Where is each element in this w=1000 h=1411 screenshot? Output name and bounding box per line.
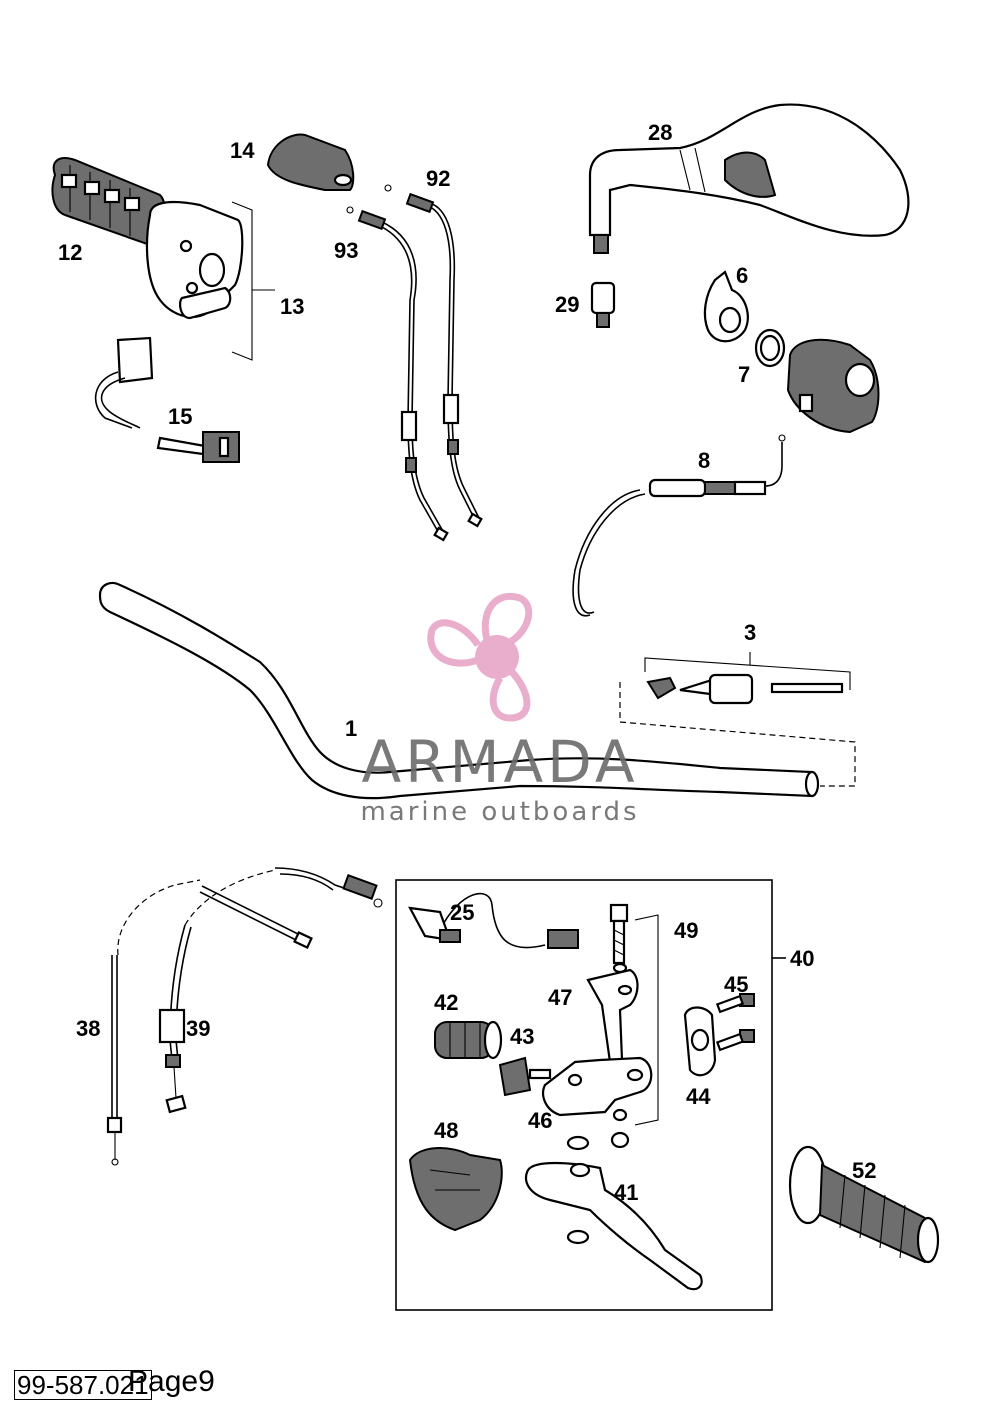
callout-49: 49 bbox=[674, 918, 698, 943]
part-15-kill-switch bbox=[94, 336, 240, 463]
callout-48: 48 bbox=[434, 1118, 458, 1143]
part-14-cover bbox=[266, 133, 355, 191]
watermark-logo: ARMADA marine outboards bbox=[360, 592, 639, 827]
part-25-sensor bbox=[408, 892, 579, 949]
part-92-93-throttle-cables bbox=[346, 184, 483, 542]
part-8-cable bbox=[572, 434, 786, 617]
callout-8: 8 bbox=[698, 448, 710, 473]
part-44-clamp bbox=[683, 1006, 717, 1077]
washer bbox=[566, 1229, 590, 1245]
part-47-bracket bbox=[586, 968, 639, 1064]
part-6-switch-bracket bbox=[703, 270, 749, 343]
washer bbox=[610, 1131, 630, 1149]
part-43-adjuster-screw bbox=[498, 1056, 552, 1097]
callout-7: 7 bbox=[738, 362, 750, 387]
part-40-clutch-assembly-frame bbox=[395, 879, 773, 1311]
callout-3: 3 bbox=[744, 620, 756, 645]
callout-92: 92 bbox=[426, 166, 450, 191]
part-45-bolts bbox=[715, 993, 755, 1052]
part-13-throttle-housing bbox=[145, 200, 275, 361]
callout-28: 28 bbox=[648, 120, 672, 145]
callout-14: 14 bbox=[230, 138, 255, 163]
callout-39: 39 bbox=[186, 1016, 210, 1041]
callout-44: 44 bbox=[686, 1084, 711, 1109]
callout-13: 13 bbox=[280, 294, 304, 319]
watermark-brand: ARMADA bbox=[361, 728, 638, 796]
propeller-icon bbox=[427, 592, 533, 722]
page-label: Page9 bbox=[128, 1365, 215, 1398]
callout-93: 93 bbox=[334, 238, 358, 263]
callout-42: 42 bbox=[434, 990, 458, 1015]
part-28-mirror bbox=[588, 103, 910, 254]
part-39-cable bbox=[158, 867, 383, 1114]
callout-52: 52 bbox=[852, 1158, 876, 1183]
callout-29: 29 bbox=[555, 292, 579, 317]
callout-46: 46 bbox=[528, 1108, 552, 1133]
part-41-clutch-lever bbox=[524, 1161, 703, 1291]
watermark-tagline: marine outboards bbox=[360, 797, 639, 827]
part-48-lever-cover bbox=[408, 1147, 503, 1232]
callout-43: 43 bbox=[510, 1024, 534, 1049]
callout-6: 6 bbox=[736, 263, 748, 288]
callout-38: 38 bbox=[76, 1016, 100, 1041]
part-42-adjuster bbox=[434, 1020, 503, 1060]
part-49-bolt bbox=[609, 903, 659, 1126]
part-29-mirror-adapter bbox=[590, 281, 616, 328]
washer bbox=[566, 1135, 590, 1151]
callout-45: 45 bbox=[724, 972, 748, 997]
callout-15: 15 bbox=[168, 404, 192, 429]
callout-12: 12 bbox=[58, 240, 82, 265]
part-12-throttle-grip bbox=[51, 157, 167, 247]
callout-25: 25 bbox=[450, 900, 474, 925]
washer bbox=[612, 1108, 628, 1122]
part-3-bar-end-set bbox=[619, 652, 856, 787]
part-switch-housing bbox=[786, 338, 880, 434]
callout-40: 40 bbox=[790, 946, 814, 971]
part-7-washer bbox=[754, 328, 786, 368]
page-footer: 99-587.021 Page9 bbox=[0, 1366, 240, 1406]
callout-labels: 1 3 6 7 8 12 13 14 15 25 28 29 38 39 40 … bbox=[58, 120, 876, 1205]
callout-41: 41 bbox=[614, 1180, 638, 1205]
part-1-handlebar bbox=[98, 581, 820, 800]
callout-47: 47 bbox=[548, 985, 572, 1010]
part-52-grip bbox=[788, 1145, 940, 1264]
part-46-lever-housing bbox=[542, 1056, 653, 1117]
drawing-code: 99-587.021 bbox=[14, 1370, 152, 1400]
callout-1: 1 bbox=[345, 716, 357, 741]
part-38-cable bbox=[106, 879, 201, 1166]
